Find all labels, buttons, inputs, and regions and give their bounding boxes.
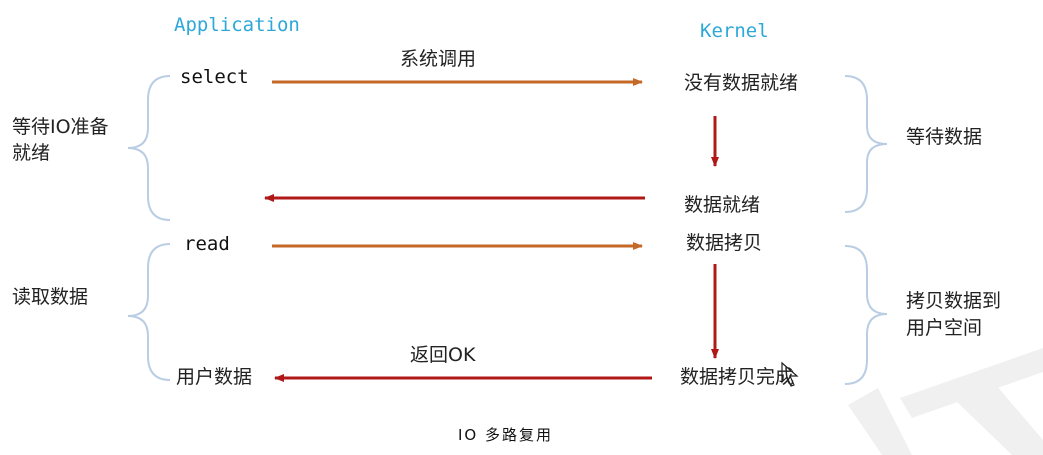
watermark-graphic [848, 348, 1043, 455]
read-call-label: read [184, 233, 230, 255]
return-ok-arrow-label: 返回OK [410, 344, 476, 366]
kernel-state-copy-done: 数据拷贝完成 [680, 366, 795, 388]
kernel-state-data-ready: 数据就绪 [684, 194, 761, 216]
select-call-label: select [180, 66, 249, 88]
right-brace-copy-data [844, 245, 888, 385]
application-header: Application [174, 14, 300, 36]
phase-wait-io-line2: 就绪 [12, 142, 51, 164]
phase-copy-line1: 拷贝数据到 [906, 290, 1002, 312]
phase-copy-line2: 用户空间 [906, 317, 983, 339]
kernel-state-no-data-ready: 没有数据就绪 [684, 72, 799, 94]
right-brace-wait-data [844, 75, 888, 213]
kernel-header: Kernel [700, 20, 769, 42]
user-data-label: 用户数据 [176, 366, 253, 388]
left-brace-wait-io [127, 75, 171, 221]
diagram-caption: IO 多路复用 [458, 426, 553, 444]
phase-wait-data: 等待数据 [906, 126, 983, 148]
kernel-state-data-copy: 数据拷贝 [686, 232, 763, 254]
syscall-arrow-label: 系统调用 [400, 48, 477, 70]
mouse-cursor-icon [781, 361, 799, 387]
left-brace-read-data [127, 243, 171, 381]
phase-wait-io-line1: 等待IO准备 [12, 116, 109, 138]
phase-read-data: 读取数据 [12, 286, 89, 308]
